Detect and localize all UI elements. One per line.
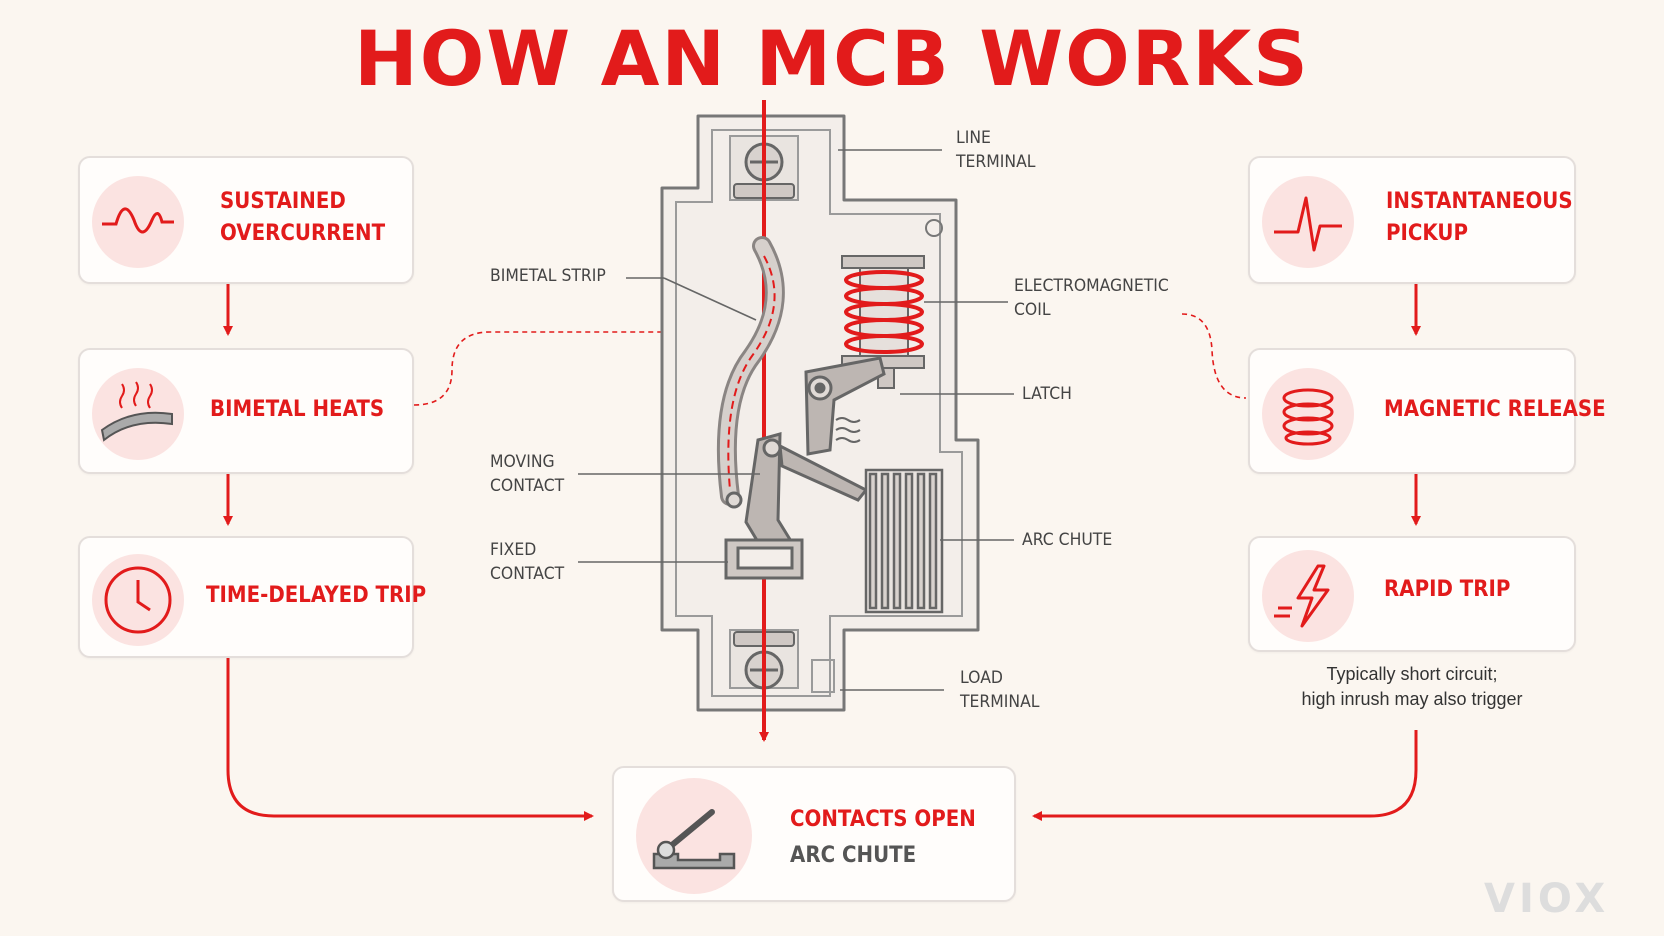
arc-chute [864, 468, 944, 614]
arc-chute-sublabel: ARC CHUTE [790, 843, 917, 868]
time-delayed-trip-card: TIME-DELAYED TRIP [78, 536, 426, 658]
coil-spring-icon [1262, 368, 1354, 460]
electromagnetic-coil [841, 255, 925, 389]
moving-contact-callout: MOVING CONTACT [490, 450, 564, 498]
callout-text: TERMINAL [956, 152, 1036, 172]
note-line2: high inrush may also trigger [1301, 689, 1523, 709]
instantaneous-label-line2: PICKUP [1386, 221, 1468, 246]
time-delayed-trip-label: TIME-DELAYED TRIP [206, 583, 427, 608]
fixed-contact-callout: FIXED CONTACT [490, 538, 564, 586]
callout-text: MOVING [490, 452, 555, 472]
contacts-open-card: CONTACTS OPEN ARC CHUTE [612, 766, 1016, 902]
sustained-label-line1: SUSTAINED [220, 189, 346, 214]
viox-logo: VIOX [1484, 876, 1610, 922]
bimetal-heats-card: BIMETAL HEATS [78, 348, 414, 474]
rapid-trip-note: Typically short circuit; high inrush may… [1232, 662, 1592, 712]
sustained-overcurrent-card: SUSTAINED OVERCURRENT [78, 156, 414, 284]
callout-text: FIXED [490, 540, 537, 560]
callout-text: TERMINAL [960, 692, 1040, 712]
latch-mechanism [804, 356, 886, 456]
callout-text: COIL [1014, 300, 1051, 320]
instantaneous-label-line1: INSTANTANEOUS [1386, 189, 1573, 214]
lightning-bolt-icon [1262, 550, 1354, 642]
electromagnetic-coil-callout: ELECTROMAGNETIC COIL [1014, 274, 1169, 322]
callout-text: LINE [956, 128, 991, 148]
sustained-label-line2: OVERCURRENT [220, 221, 386, 246]
instantaneous-pickup-card: INSTANTANEOUS PICKUP [1248, 156, 1576, 284]
magnetic-release-card: MAGNETIC RELEASE [1248, 348, 1606, 474]
open-switch-icon [636, 778, 752, 894]
dashed-linkers [413, 313, 1247, 406]
load-terminal-callout: LOAD TERMINAL [960, 666, 1040, 714]
bimetal-heats-label: BIMETAL HEATS [210, 397, 385, 422]
contacts-open-label: CONTACTS OPEN [790, 807, 976, 832]
callout-text: CONTACT [490, 564, 565, 584]
bimetal-strip [716, 236, 785, 506]
left-flow-arrows [223, 284, 594, 821]
arc-chute-callout: ARC CHUTE [1022, 530, 1113, 550]
moving-contact-arm [725, 432, 869, 554]
heated-bimetal-icon [92, 368, 184, 460]
clock-icon [92, 554, 184, 646]
callout-text: LOAD [960, 668, 1003, 688]
sine-wave-icon [92, 176, 184, 268]
line-terminal-callout: LINE TERMINAL [956, 126, 1036, 174]
bimetal-strip-callout: BIMETAL STRIP [490, 266, 606, 286]
callout-leaders [578, 149, 1014, 691]
note-line1: Typically short circuit; [1326, 664, 1498, 684]
latch-callout: LATCH [1022, 384, 1072, 404]
callout-text: CONTACT [490, 476, 565, 496]
rapid-trip-card: RAPID TRIP [1248, 536, 1576, 652]
pulse-spike-icon [1262, 176, 1354, 268]
callout-text: ELECTROMAGNETIC [1014, 276, 1169, 296]
fixed-contact [724, 538, 804, 580]
page-title: HOW AN MCB WORKS [354, 14, 1310, 103]
magnetic-release-label: MAGNETIC RELEASE [1384, 397, 1606, 422]
rapid-trip-label: RAPID TRIP [1384, 577, 1511, 602]
right-flow-arrows [1032, 284, 1421, 821]
